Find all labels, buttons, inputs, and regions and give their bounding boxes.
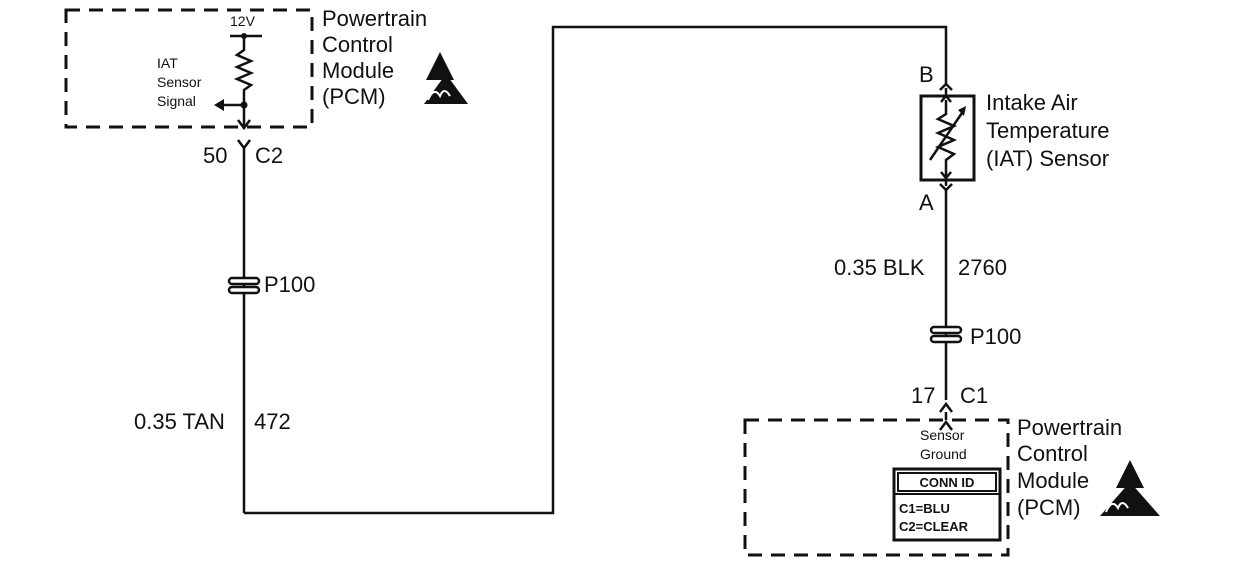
sensor-inner-bottom-arrow xyxy=(940,171,952,180)
pcm-bottom-title-line-4: (PCM) xyxy=(1017,495,1081,520)
pcm-top-title-line-3: Module xyxy=(322,58,394,83)
wire-472-gauge-color: 0.35 TAN xyxy=(134,409,225,434)
voltage-label: 12V xyxy=(230,13,256,29)
wire-2760-gauge-color: 0.35 BLK xyxy=(834,255,925,280)
thermistor-arrow-icon xyxy=(958,106,966,116)
pcm-top-pin-arrow-icon xyxy=(237,119,251,131)
splice-p100-right-label: P100 xyxy=(970,324,1021,349)
pcm-bottom-box xyxy=(743,418,1010,557)
sensor-pin-b-icon xyxy=(939,82,953,91)
conn-id-row-2: C2=CLEAR xyxy=(899,519,969,534)
sensor-pin-a: A xyxy=(919,190,934,215)
c2-connector-label: C2 xyxy=(255,143,283,168)
pullup-resistor xyxy=(233,36,255,126)
wire-472-circuit-number: 472 xyxy=(254,409,291,434)
splice-p100-right-icon xyxy=(929,325,963,344)
pcm-top-title-line-2: Control xyxy=(322,32,393,57)
conn-id-title: CONN ID xyxy=(920,475,975,490)
esd-warning-icon xyxy=(1100,460,1160,516)
sensor-inner-top-arrow xyxy=(940,94,952,103)
wire-472-route xyxy=(244,25,948,515)
pcm-bottom-title-line-2: Control xyxy=(1017,441,1088,466)
pcm-bottom-title-line-3: Module xyxy=(1017,468,1089,493)
esd-warning-icon xyxy=(424,52,468,104)
ground-label-line-1: Sensor xyxy=(920,427,965,443)
thermistor-slash xyxy=(928,109,966,161)
pcm-bottom-title-line-1: Powertrain xyxy=(1017,415,1122,440)
conn-id-table xyxy=(892,467,1002,542)
c2-pin-number: 50 xyxy=(203,143,227,168)
sensor-name-line-2: Temperature xyxy=(986,118,1110,143)
signal-label-line-2: Sensor xyxy=(157,74,202,90)
splice-p100-left-label: P100 xyxy=(264,272,315,297)
wire-2760-circuit-number: 2760 xyxy=(958,255,1007,280)
c2-connector-icon xyxy=(237,139,251,151)
c1-connector-icon xyxy=(939,401,953,413)
splice-p100-left-icon xyxy=(227,276,261,295)
signal-label-line-1: IAT xyxy=(157,55,178,71)
pcm-top-box xyxy=(64,8,314,129)
sensor-pin-b: B xyxy=(919,62,934,87)
c1-connector-label: C1 xyxy=(960,383,988,408)
conn-id-row-1: C1=BLU xyxy=(899,501,950,516)
signal-arrow-icon xyxy=(214,99,224,111)
sensor-name-line-1: Intake Air xyxy=(986,90,1078,115)
ground-label-line-2: Ground xyxy=(920,446,967,462)
c1-pin-number: 17 xyxy=(911,383,935,408)
signal-label-line-3: Signal xyxy=(157,93,196,109)
pcm-top-title-line-4: (PCM) xyxy=(322,84,386,109)
sensor-name-line-3: (IAT) Sensor xyxy=(986,146,1109,171)
pcm-top-title-line-1: Powertrain xyxy=(322,6,427,31)
pcm-bottom-pin-arrow-icon xyxy=(939,419,953,431)
